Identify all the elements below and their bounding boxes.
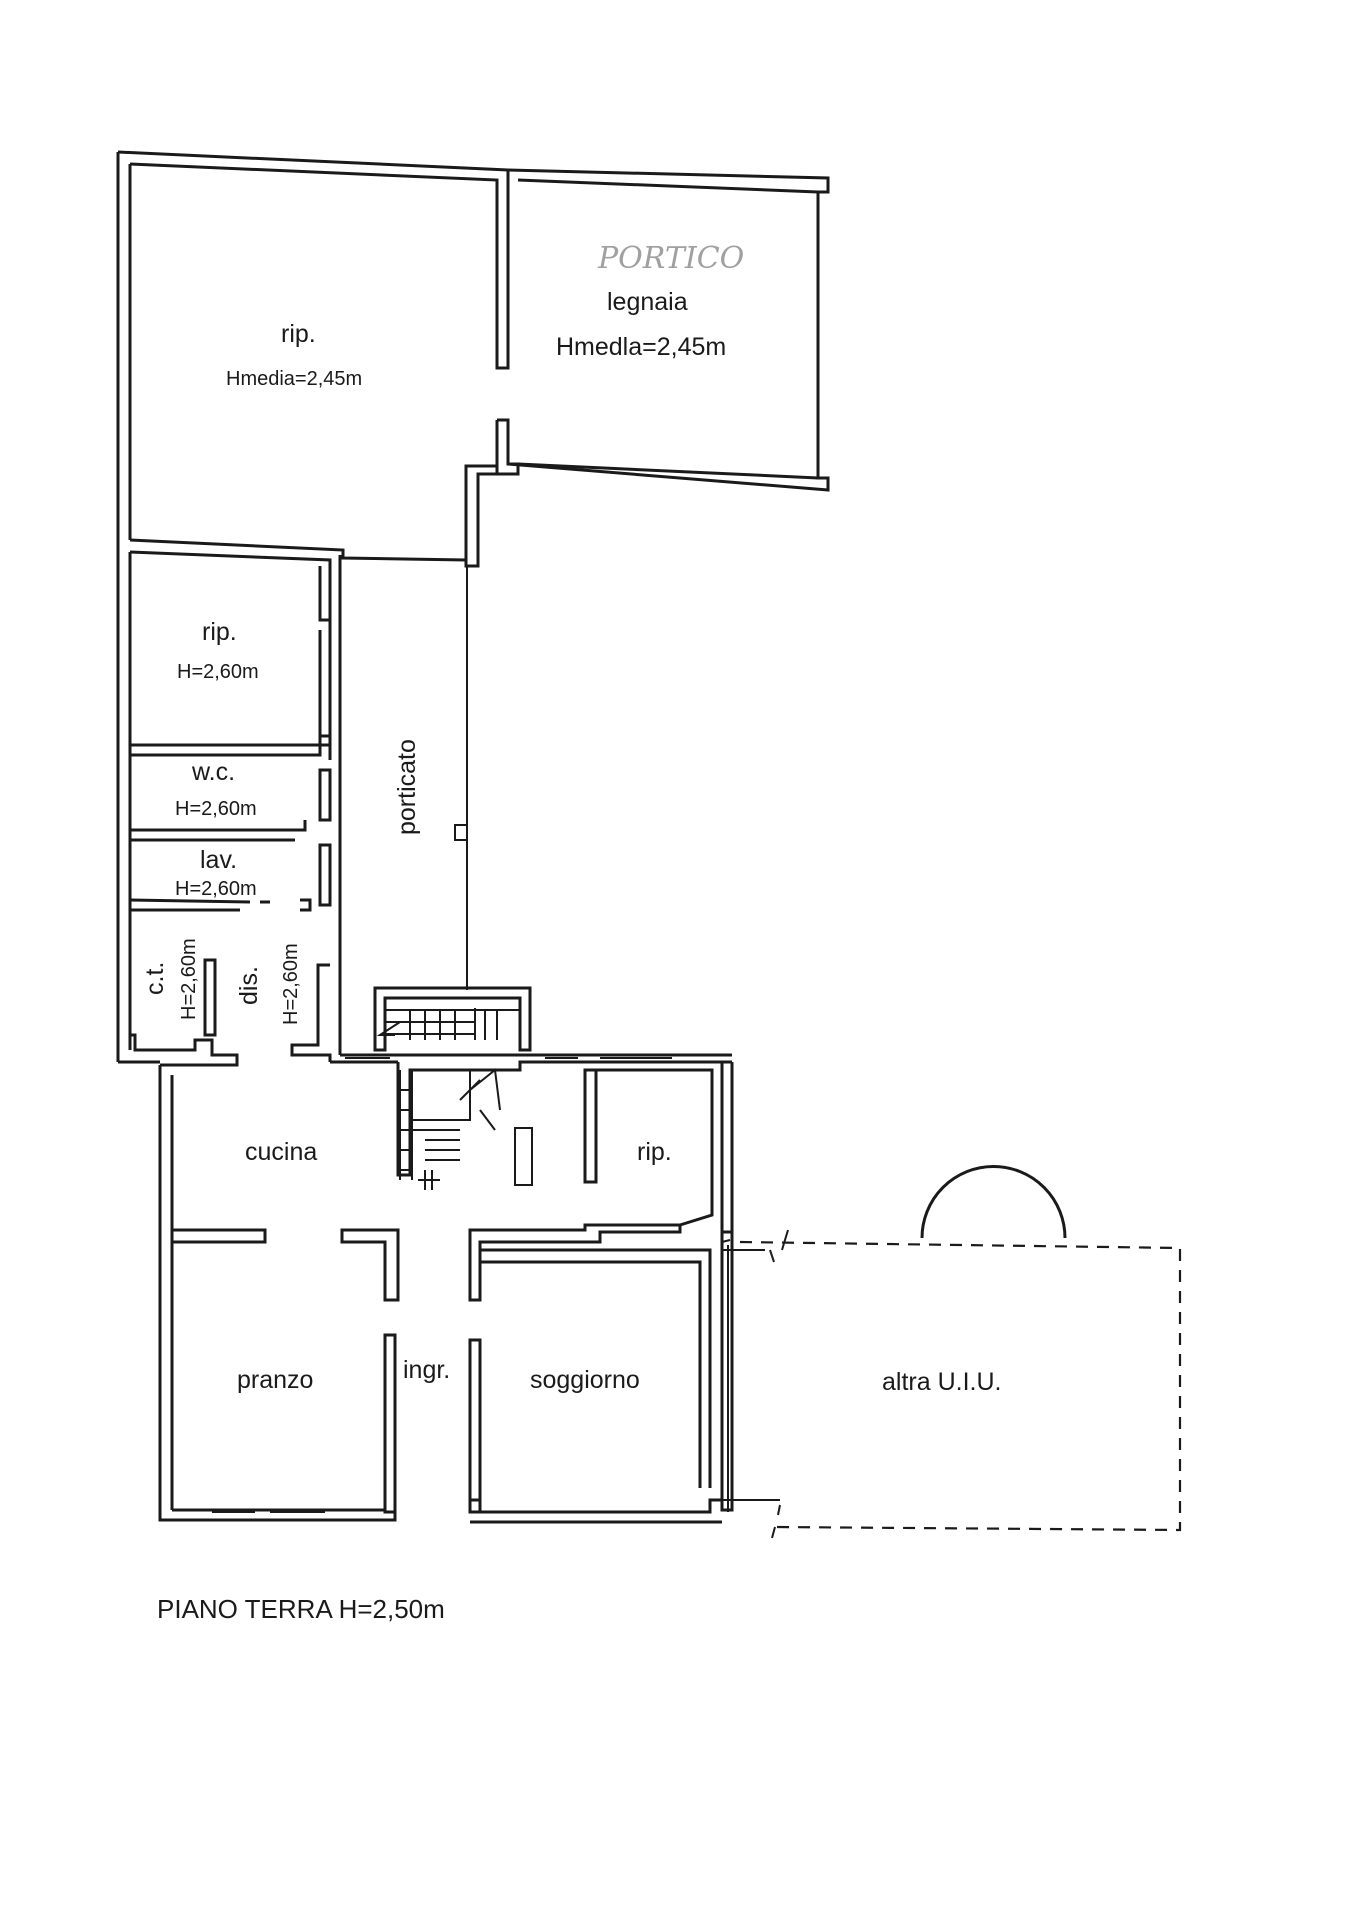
label-legnaia: legnaia bbox=[607, 288, 688, 316]
label-dis-height: H=2,60m bbox=[280, 943, 302, 1025]
handwritten-note: PORTICO bbox=[597, 241, 744, 276]
label-ct-height: H=2,60m bbox=[178, 938, 200, 1020]
label-rip-top: rip. bbox=[281, 320, 316, 348]
stair bbox=[373, 986, 533, 1190]
label-rip-right: rip. bbox=[637, 1138, 672, 1166]
label-rip-mid-height: H=2,60m bbox=[177, 661, 259, 683]
label-ct: c.t. bbox=[141, 962, 169, 995]
label-pranzo: pranzo bbox=[237, 1366, 313, 1394]
room-labels: rip. Hmedia=2,45m PORTICO legnaia Hmedla… bbox=[141, 241, 1001, 1396]
label-ingr: ingr. bbox=[403, 1356, 450, 1384]
label-porticato: porticato bbox=[393, 739, 421, 835]
label-cucina: cucina bbox=[245, 1138, 317, 1166]
label-wc-height: H=2,60m bbox=[175, 798, 257, 820]
main-floor-walls bbox=[158, 1053, 780, 1524]
service-walls bbox=[118, 552, 342, 1067]
label-dis: dis. bbox=[235, 966, 263, 1005]
label-rip-mid: rip. bbox=[202, 618, 237, 646]
label-rip-top-height: Hmedia=2,45m bbox=[226, 368, 362, 390]
label-lav-height: H=2,60m bbox=[175, 878, 257, 900]
label-altra-uiu: altra U.I.U. bbox=[882, 1368, 1001, 1396]
label-wc: w.c. bbox=[191, 758, 235, 786]
plan-caption: PIANO TERRA H=2,50m bbox=[157, 1594, 445, 1624]
label-soggiorno: soggiorno bbox=[530, 1366, 640, 1394]
porticato-walls bbox=[454, 566, 468, 990]
upper-block-walls bbox=[116, 150, 830, 1062]
label-legnaia-height: Hmedla=2,45m bbox=[556, 333, 726, 361]
altra-uiu-outline bbox=[727, 1165, 1182, 1539]
label-lav: lav. bbox=[200, 846, 237, 874]
